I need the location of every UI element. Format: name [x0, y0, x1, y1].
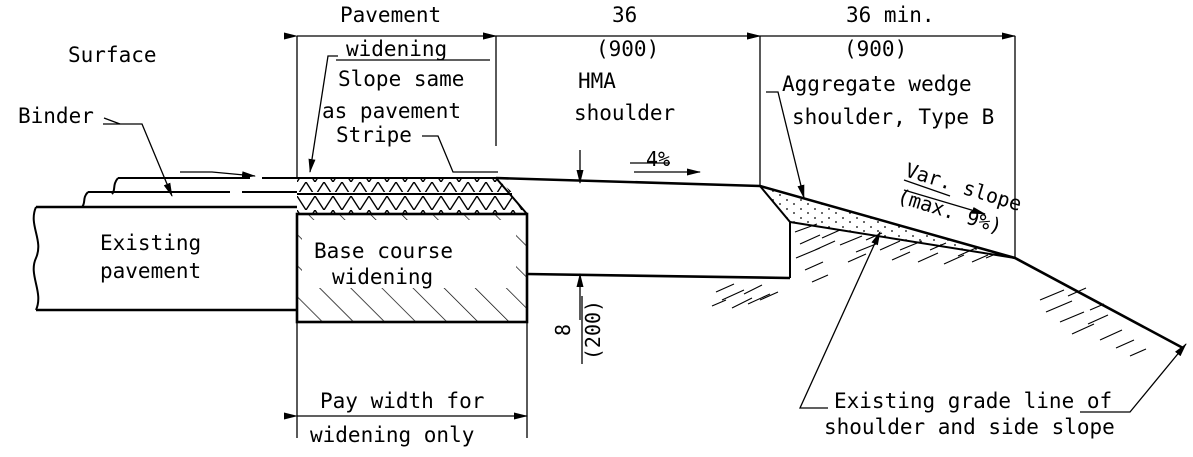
- pay-width-label-line1: Pay width for: [320, 389, 484, 413]
- hma-label-line1: HMA: [578, 69, 616, 93]
- hma-shoulder: [495, 176, 791, 280]
- pavement-widening-label-line1: Pavement: [340, 3, 441, 27]
- leader-lines: [103, 55, 1187, 413]
- surface-label: Surface: [68, 43, 157, 67]
- base-course-widening-block: [295, 212, 529, 324]
- binder-label: Binder: [18, 104, 94, 128]
- diagram-labels: Pavement widening 36 (900) 36 min. (900)…: [18, 3, 1115, 447]
- slope-same-label-line2: as pavement: [322, 99, 461, 123]
- stripe-label: Stripe: [336, 123, 412, 147]
- aggregate-label-line1: Aggregate wedge: [782, 72, 972, 96]
- existing-pavement-label-line2: pavement: [100, 259, 201, 283]
- cross-slope-label: 4%: [646, 147, 670, 171]
- base-course-label-line2: widening: [332, 265, 433, 289]
- wedge-width-in: 36 min.: [846, 3, 935, 27]
- shoulder-width-in: 36: [612, 3, 637, 27]
- base-course-label-line1: Base course: [314, 239, 453, 263]
- hma-label-line2: shoulder: [574, 101, 675, 125]
- depth-mm-label: (200): [581, 300, 605, 360]
- aggregate-label-line2: shoulder, Type B: [792, 105, 994, 129]
- existing-pavement-label-line1: Existing: [100, 231, 201, 255]
- depth-in-label: 8: [551, 324, 575, 336]
- dimension-extension-lines: [296, 36, 1016, 438]
- pavement-widening-label-line2: widening: [346, 37, 447, 61]
- grade-line-label-line1: Existing grade line of: [834, 389, 1112, 413]
- grade-line-label-line2: shoulder and side slope: [824, 415, 1115, 439]
- existing-pavement-block: [32, 205, 297, 312]
- wedge-width-mm: (900): [844, 37, 907, 61]
- earth-hatching: [711, 223, 1147, 357]
- pay-width-label-line2: widening only: [310, 423, 474, 447]
- pavement-layers: [81, 177, 528, 215]
- shoulder-width-mm: (900): [596, 37, 659, 61]
- top-dimension-lines: [284, 32, 1016, 420]
- slope-same-label-line1: Slope same: [338, 67, 464, 91]
